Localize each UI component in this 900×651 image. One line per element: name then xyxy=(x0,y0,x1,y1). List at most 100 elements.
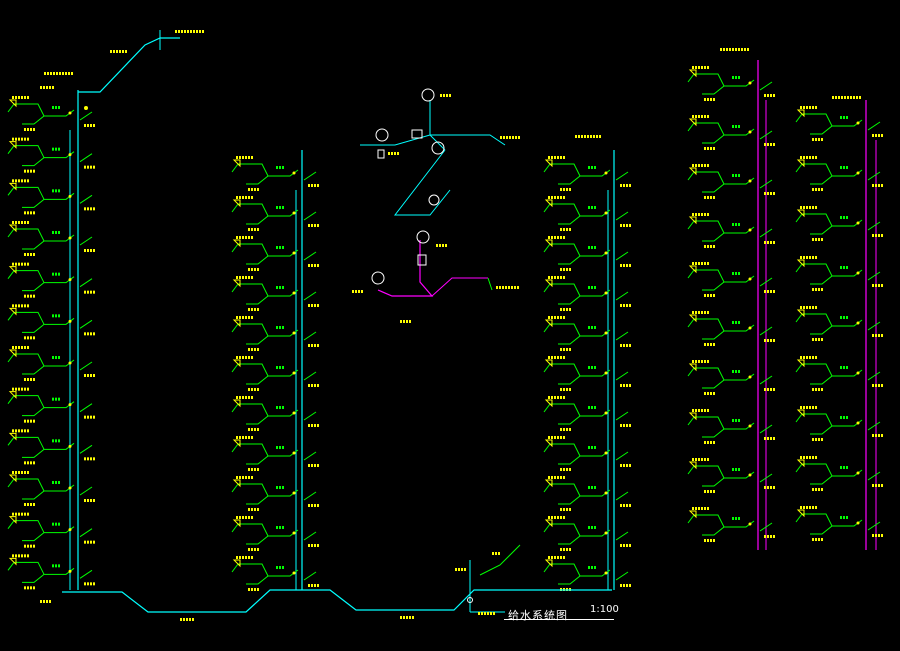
label-glyph xyxy=(821,388,823,391)
right-stub xyxy=(759,424,773,434)
label-glyph xyxy=(15,554,17,558)
label-glyph xyxy=(27,179,29,183)
fixture-drop xyxy=(795,363,803,373)
annotation-label xyxy=(12,429,29,433)
faucet-icon xyxy=(688,265,697,274)
label-glyph xyxy=(506,136,508,139)
label-glyph xyxy=(629,224,631,227)
faucet-icon xyxy=(544,159,553,168)
annotation-label xyxy=(84,499,95,502)
label-glyph xyxy=(248,188,250,191)
label-glyph xyxy=(846,366,848,369)
drawing-scale: 1:100 xyxy=(590,604,619,615)
label-glyph xyxy=(15,346,17,349)
label-glyph xyxy=(803,506,805,509)
branch-pipe xyxy=(702,79,755,95)
valve-icon xyxy=(292,211,296,215)
annotation-label xyxy=(732,174,740,177)
label-glyph xyxy=(878,534,880,537)
label-glyph xyxy=(569,508,571,511)
label-glyph xyxy=(21,262,23,266)
label-glyph xyxy=(569,388,571,391)
label-glyph xyxy=(59,72,61,75)
label-glyph xyxy=(809,506,811,509)
label-glyph xyxy=(800,356,802,359)
floor-branch xyxy=(7,262,75,298)
branch-pipe xyxy=(694,73,725,87)
right-stub xyxy=(303,171,317,181)
floor-branch xyxy=(687,164,755,199)
fixture-drop xyxy=(543,363,551,373)
label-glyph xyxy=(815,488,817,491)
annotation-label xyxy=(12,221,29,224)
label-glyph xyxy=(626,544,628,547)
riser-group-b xyxy=(231,150,319,591)
label-glyph xyxy=(557,396,559,399)
label-glyph xyxy=(557,236,559,239)
label-glyph xyxy=(773,437,775,440)
label-glyph xyxy=(875,384,877,387)
label-glyph xyxy=(257,468,259,471)
annotation-label xyxy=(588,326,596,329)
label-glyph xyxy=(591,526,593,529)
label-glyph xyxy=(239,236,241,239)
floor-branch xyxy=(687,66,755,101)
label-glyph xyxy=(311,544,313,547)
branch-pipe xyxy=(810,169,863,185)
floor-branch xyxy=(543,556,611,591)
label-glyph xyxy=(806,156,808,159)
label-glyph xyxy=(623,424,625,427)
annotation-label xyxy=(84,582,95,586)
right-stub xyxy=(615,411,629,421)
label-glyph xyxy=(732,468,734,471)
label-glyph xyxy=(116,50,118,53)
branch-pipe xyxy=(246,169,299,185)
annotation-label xyxy=(248,428,259,431)
label-glyph xyxy=(18,179,20,183)
floor-branch xyxy=(231,156,299,191)
annotation-label xyxy=(588,166,596,169)
annotation-label xyxy=(840,266,848,269)
annotation-label xyxy=(620,464,631,467)
riser-label-icon xyxy=(431,141,445,155)
label-glyph xyxy=(554,316,556,319)
annotation-label xyxy=(24,253,35,256)
label-glyph xyxy=(24,169,26,173)
annotation-label xyxy=(560,548,571,551)
floor-branch xyxy=(7,554,75,590)
label-glyph xyxy=(554,156,556,159)
valve-icon xyxy=(377,149,385,159)
label-glyph xyxy=(878,384,880,387)
branch-pipe xyxy=(802,113,833,127)
label-glyph xyxy=(800,306,802,309)
label-glyph xyxy=(806,206,808,209)
label-glyph xyxy=(623,344,625,347)
branch-pipe xyxy=(14,311,45,325)
label-glyph xyxy=(15,304,17,308)
label-glyph xyxy=(764,192,766,195)
label-glyph xyxy=(713,294,715,297)
floor-branch xyxy=(795,506,863,541)
label-glyph xyxy=(551,156,553,159)
label-glyph xyxy=(557,156,559,159)
label-glyph xyxy=(821,288,823,291)
label-glyph xyxy=(239,276,241,279)
fixture-drop xyxy=(7,437,15,446)
label-glyph xyxy=(566,348,568,351)
annotation-label xyxy=(548,316,565,319)
right-stub xyxy=(759,326,773,336)
label-glyph xyxy=(701,360,703,363)
right-stub xyxy=(79,236,93,246)
label-glyph xyxy=(626,264,628,267)
label-glyph xyxy=(499,286,501,289)
annotation-label xyxy=(236,516,253,519)
label-glyph xyxy=(812,356,814,359)
label-glyph xyxy=(594,206,596,209)
fixture-drop xyxy=(687,269,695,279)
label-glyph xyxy=(248,196,250,199)
label-glyph xyxy=(563,556,565,559)
label-glyph xyxy=(248,556,250,559)
label-glyph xyxy=(46,600,48,603)
label-glyph xyxy=(125,50,127,53)
label-glyph xyxy=(815,388,817,391)
